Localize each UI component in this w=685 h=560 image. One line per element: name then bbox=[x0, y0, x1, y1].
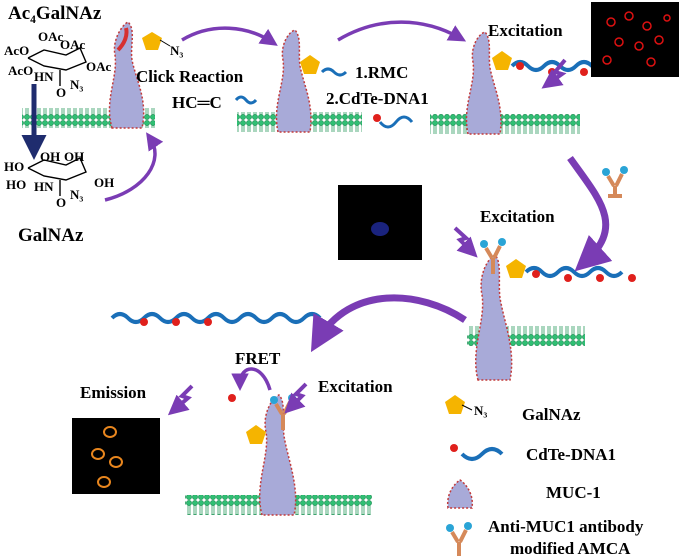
legend-antibody: Anti-MUC1 antibody bbox=[488, 517, 644, 536]
antibody-2 bbox=[480, 238, 506, 274]
excitation-label-1: Excitation bbox=[488, 21, 563, 40]
mol-top-aco2: AcO bbox=[8, 63, 34, 78]
fret-label: FRET bbox=[235, 349, 281, 368]
ac4galnaz-title: Ac₄GalNAz bbox=[8, 3, 102, 24]
galnaz-pentagon-3 bbox=[492, 51, 512, 70]
antibody-1 bbox=[602, 166, 628, 198]
blue-fluorescence-image bbox=[338, 185, 422, 260]
arrow-fret bbox=[231, 367, 272, 391]
dna-strand-5 bbox=[110, 312, 322, 324]
orange-cells bbox=[91, 426, 123, 488]
muc1-protein-1 bbox=[108, 21, 145, 129]
muc1-protein-5 bbox=[258, 394, 297, 516]
mol-bot-ho2: HO bbox=[6, 177, 27, 192]
red-fluorescence-image bbox=[591, 2, 679, 77]
dna-strand-2 bbox=[320, 67, 348, 77]
mol-bot-oh1: OH bbox=[40, 149, 61, 164]
antibody-legend bbox=[446, 522, 472, 556]
muc1-protein-2 bbox=[275, 29, 312, 133]
membrane-3 bbox=[430, 114, 580, 134]
dna-strand-alkyne bbox=[234, 95, 258, 105]
legend-muc1: MUC-1 bbox=[546, 483, 601, 502]
arrow-step1 bbox=[181, 26, 278, 46]
mol-bot-o: O bbox=[56, 195, 67, 210]
excitation-bolt-2 bbox=[453, 226, 478, 258]
galnaz-pentagon-2 bbox=[300, 55, 320, 74]
mol-bot-n3: N₃ bbox=[70, 187, 84, 202]
mol-bot-oh3: OH bbox=[94, 175, 115, 190]
dna-strand-legend bbox=[460, 447, 504, 461]
legend-amca: modified AMCA bbox=[510, 539, 631, 558]
galnaz-pentagon-1 bbox=[142, 32, 162, 50]
mol-bot-hn: HN bbox=[34, 179, 54, 194]
legend-galnaz: GalNAz bbox=[522, 405, 581, 424]
mol-top-hn: HN bbox=[34, 69, 54, 84]
excitation-label-3: Excitation bbox=[318, 377, 393, 396]
red-cells bbox=[602, 11, 671, 67]
ac4galnaz-ring bbox=[27, 47, 87, 86]
muc1-legend-icon bbox=[446, 479, 474, 509]
blue-cells bbox=[371, 222, 389, 236]
mol-top-oac1: OAc bbox=[38, 29, 64, 44]
muc1-protein-3 bbox=[465, 31, 502, 135]
excitation-bolt-3 bbox=[284, 382, 308, 414]
legend-cdte-dna1: CdTe-DNA1 bbox=[526, 445, 617, 464]
arrow-step4 bbox=[310, 294, 467, 353]
step1-label: 1.RMC bbox=[355, 63, 409, 82]
galnaz-pentagon-legend bbox=[445, 395, 465, 414]
step2-label: 2.CdTe-DNA1 bbox=[326, 89, 429, 108]
emission-bolt bbox=[167, 384, 194, 416]
arrow-step3 bbox=[567, 155, 613, 272]
n3-top-label: N₃ bbox=[170, 43, 184, 58]
dna-strand-4 bbox=[524, 266, 624, 278]
galnaz-pentagon-4 bbox=[506, 259, 526, 278]
dna-strand-cdte bbox=[378, 115, 414, 129]
arrow-uptake bbox=[104, 132, 164, 202]
mol-top-n3: N₃ bbox=[70, 77, 84, 92]
orange-fluorescence-image bbox=[72, 418, 160, 494]
galnaz-title: GalNAz bbox=[18, 225, 84, 246]
mol-bot-ho1: HO bbox=[4, 159, 25, 174]
galnaz-ring bbox=[27, 157, 87, 196]
click-reaction-label: Click Reaction bbox=[136, 67, 244, 86]
galnaz-pentagon-5 bbox=[246, 425, 266, 444]
muc1-protein-4 bbox=[474, 254, 513, 381]
mol-top-oac2: OAc bbox=[60, 37, 86, 52]
mol-bot-oh2: OH bbox=[64, 149, 85, 164]
excitation-label-2: Excitation bbox=[480, 207, 555, 226]
mol-top-oac3: OAc bbox=[86, 59, 112, 74]
emission-label: Emission bbox=[80, 383, 147, 402]
excitation-bolt-1 bbox=[541, 58, 567, 89]
mol-top-o: O bbox=[56, 85, 67, 100]
mol-top-aco: AcO bbox=[4, 43, 30, 58]
arrow-step2 bbox=[337, 20, 467, 42]
alkyne-label: HC═C bbox=[172, 93, 222, 112]
legend-n3-tag: N₃ bbox=[474, 403, 488, 418]
